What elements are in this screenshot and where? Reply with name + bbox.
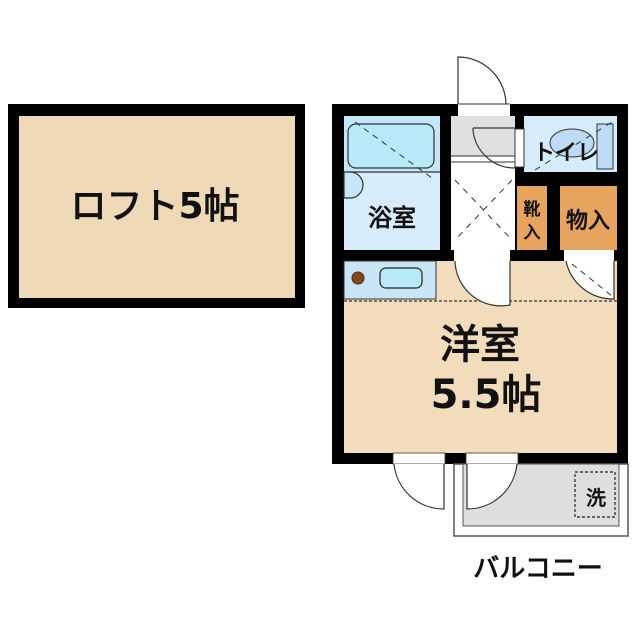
toilet-room: トイレ xyxy=(514,116,617,172)
washer-label: 洗 xyxy=(586,486,606,510)
loft-label: ロフト5帖 xyxy=(70,186,239,227)
storage-door[interactable] xyxy=(564,250,615,300)
stove-icon xyxy=(351,271,365,285)
western-room-label-1: 洋室 xyxy=(440,322,520,368)
loft: ロフト5帖 xyxy=(8,104,305,308)
shoe-closet-label-1: 靴 xyxy=(524,199,541,220)
washer-space xyxy=(574,471,616,518)
bath-label: 浴室 xyxy=(368,204,416,232)
storage-closet: 物入 xyxy=(560,186,617,250)
shoe-closet-label-2: 入 xyxy=(524,223,541,243)
entrance-door[interactable] xyxy=(457,56,510,116)
bathroom: 浴室 xyxy=(343,116,440,250)
hall-door[interactable] xyxy=(454,250,511,307)
entrance-hall xyxy=(451,116,516,250)
bathtub-icon xyxy=(347,123,435,169)
balcony-label: バルコニー xyxy=(473,554,602,584)
toilet-label: トイレ xyxy=(533,141,599,166)
kitchen-counter xyxy=(343,260,437,300)
western-room-label-2: 5.5帖 xyxy=(431,372,542,418)
balcony-door-left[interactable] xyxy=(392,452,446,510)
sink-icon xyxy=(379,267,423,289)
balcony-door-right[interactable] xyxy=(465,452,519,510)
storage-label: 物入 xyxy=(566,208,610,234)
shoe-closet: 靴 入 xyxy=(517,186,547,250)
